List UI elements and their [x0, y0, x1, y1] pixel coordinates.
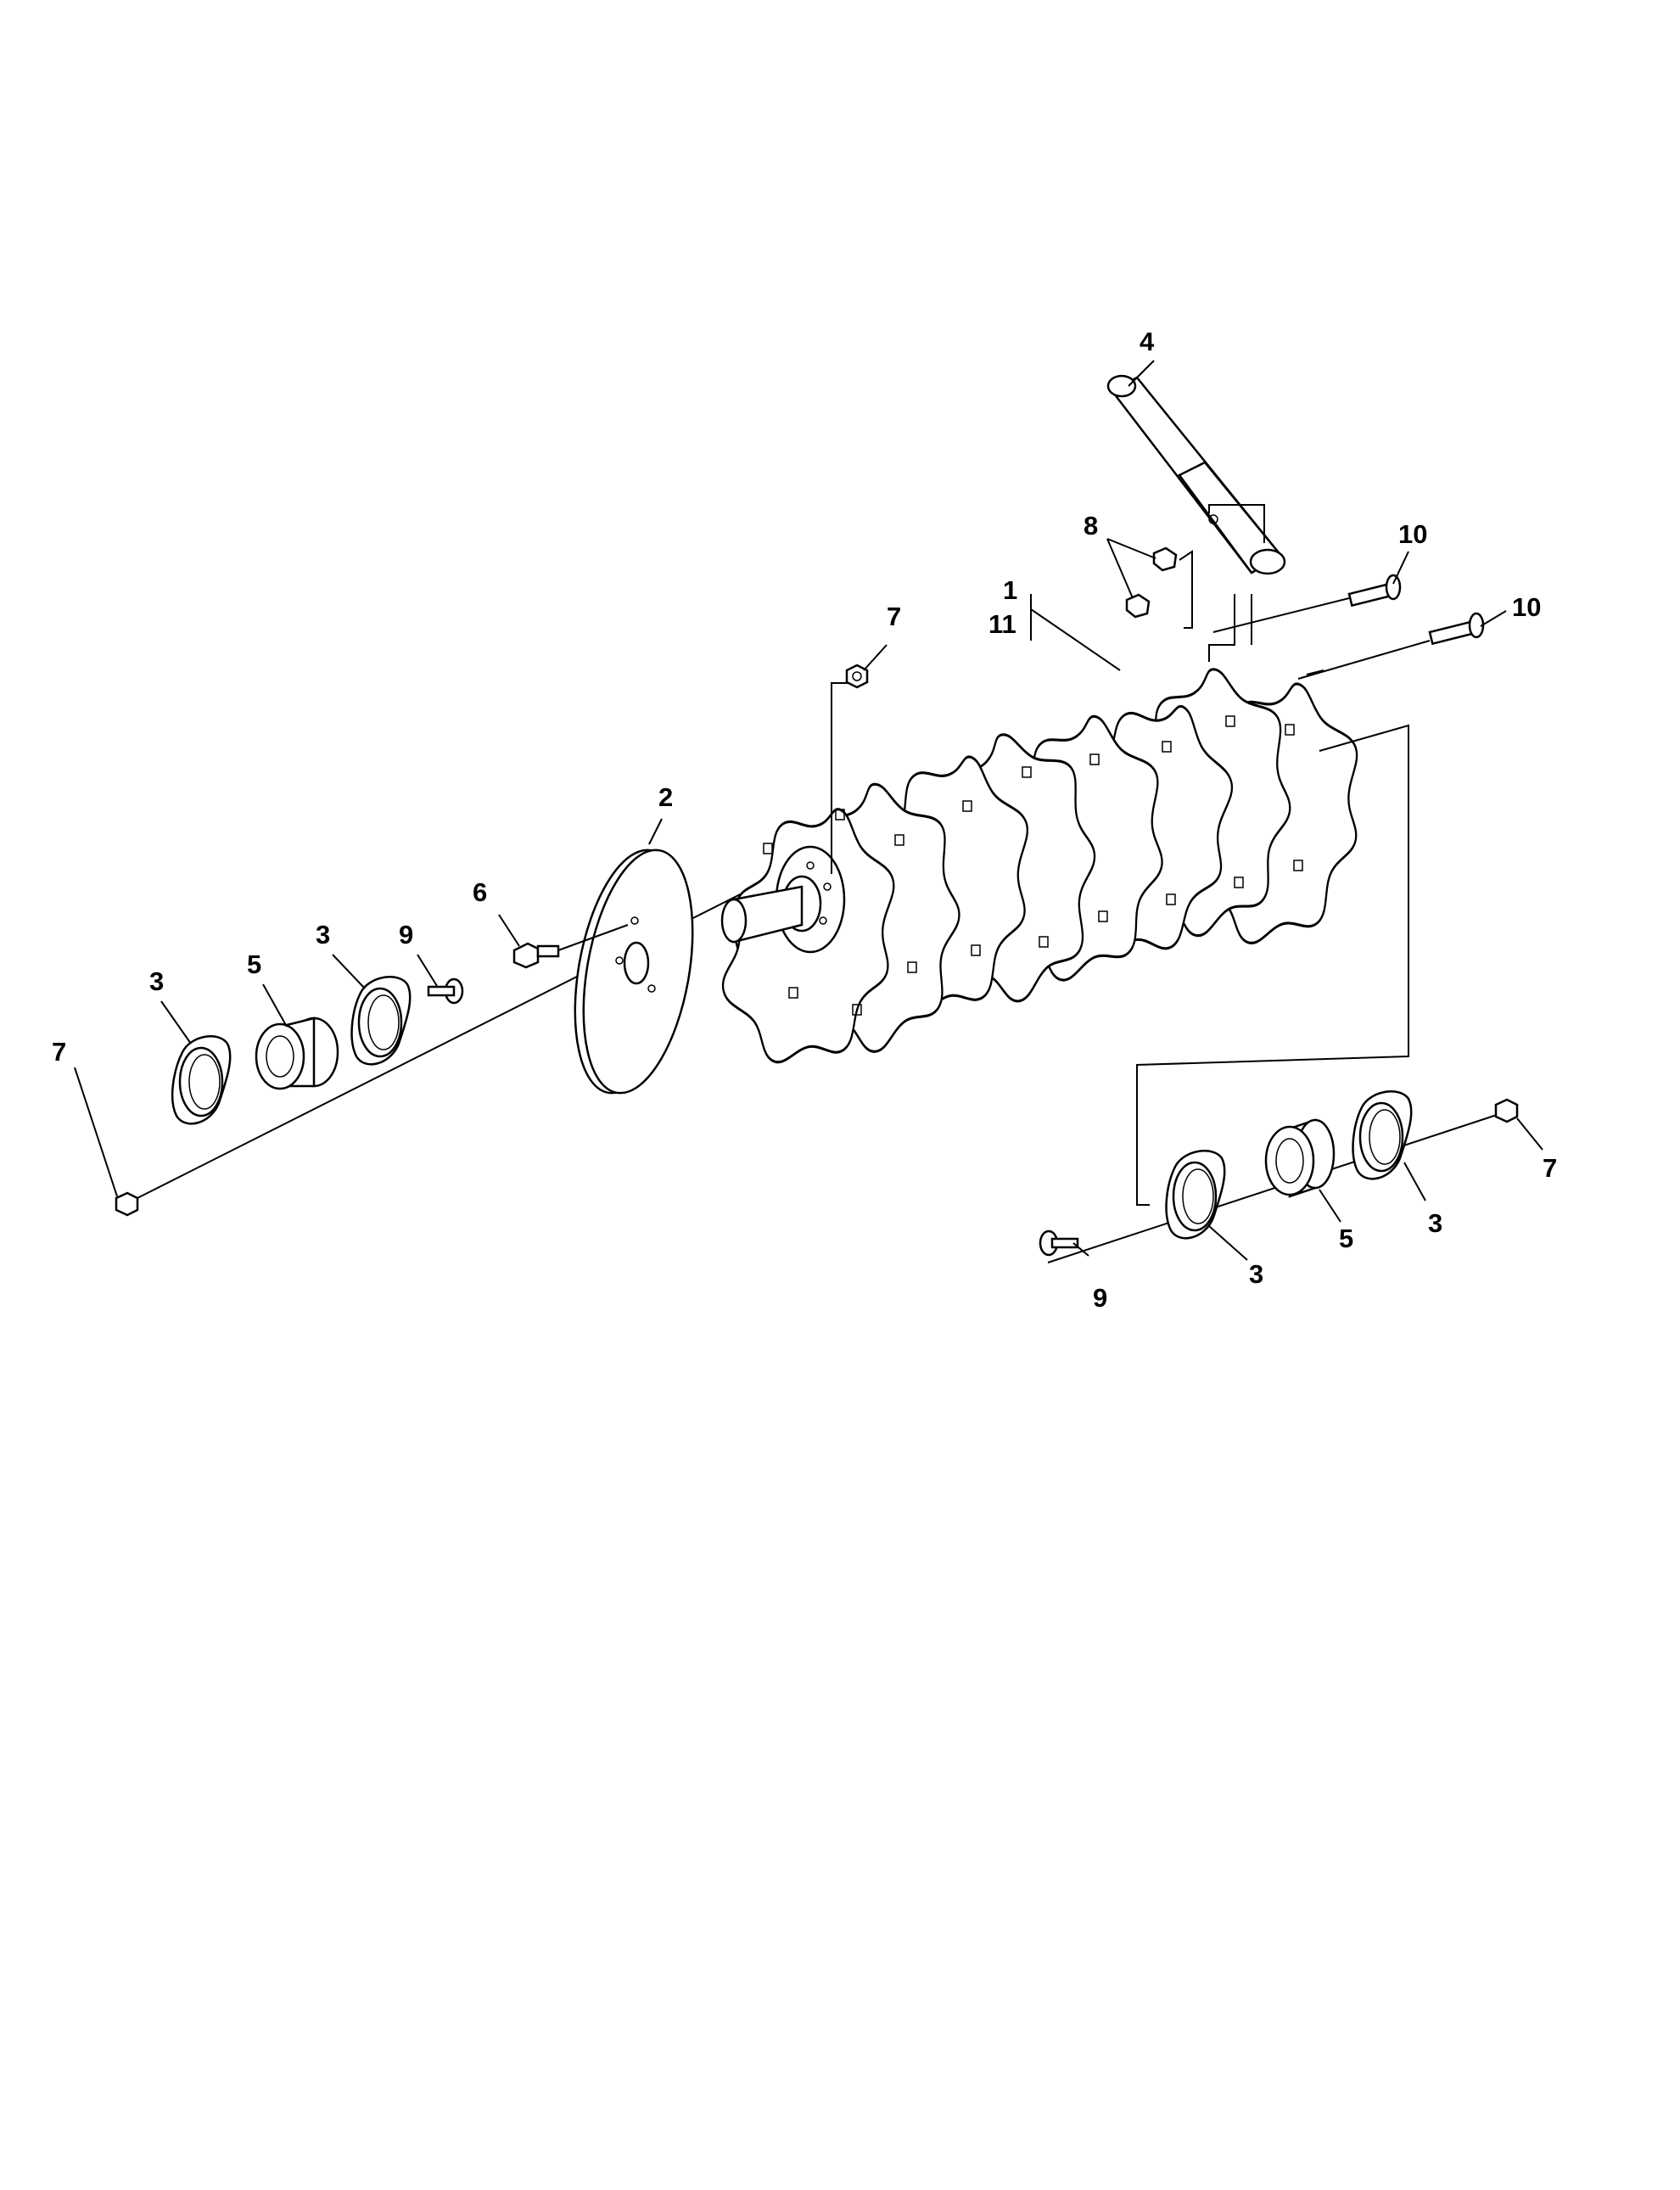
handle-tube	[1106, 374, 1286, 662]
callout-7-right: 7	[1543, 1153, 1557, 1183]
flange-3-right-outer	[1352, 1090, 1413, 1180]
flange-3-left-inner	[350, 976, 412, 1066]
flange-nut-7-top	[845, 664, 869, 689]
flange-3-left-outer	[171, 1035, 232, 1125]
callout-5-left: 5	[247, 949, 261, 979]
bolt-10a	[1347, 574, 1402, 608]
assembly-bracket	[1136, 724, 1409, 1206]
callout-10-upper: 10	[1398, 519, 1427, 549]
callout-3-right-inner: 3	[1249, 1259, 1263, 1289]
callout-5-right: 5	[1339, 1224, 1353, 1253]
flange-nut-7-left	[115, 1191, 139, 1217]
callout-9-right: 9	[1093, 1283, 1107, 1313]
hex-nut-8a	[1152, 546, 1178, 572]
callout-4: 4	[1140, 327, 1155, 356]
scraper-disc	[574, 849, 694, 1095]
flange-3-right-inner	[1165, 1150, 1226, 1240]
leader-lines	[74, 360, 1543, 1261]
hex-nut-8b	[1125, 593, 1151, 619]
callout-9-left: 9	[399, 920, 413, 949]
callout-labels: 4 8 10 10 1 11 7 2 6 3 9 5 3 7 7 3 5 3 9	[52, 327, 1557, 1313]
callout-10-lower: 10	[1512, 592, 1541, 622]
callout-6: 6	[473, 877, 487, 907]
rotor-assembly	[708, 663, 1375, 1095]
bolt-9-left	[427, 977, 464, 1005]
bearing-5-right	[1264, 1118, 1336, 1198]
callout-7-top: 7	[887, 602, 901, 631]
callout-8: 8	[1084, 511, 1098, 540]
callout-11: 11	[988, 609, 1016, 639]
callout-7-left: 7	[52, 1037, 66, 1067]
callout-1: 1	[1003, 575, 1017, 605]
callout-3-left-inner: 3	[316, 920, 330, 949]
bolt-10b	[1428, 612, 1485, 646]
bolt-9-right	[1039, 1229, 1079, 1257]
flange-nut-7-right	[1494, 1098, 1519, 1123]
bearing-5-left	[255, 1017, 339, 1090]
callout-3-left-outer: 3	[149, 966, 164, 996]
callout-3-right-outer: 3	[1428, 1208, 1442, 1238]
hex-bolt-6	[512, 942, 560, 969]
callout-2: 2	[658, 782, 673, 812]
